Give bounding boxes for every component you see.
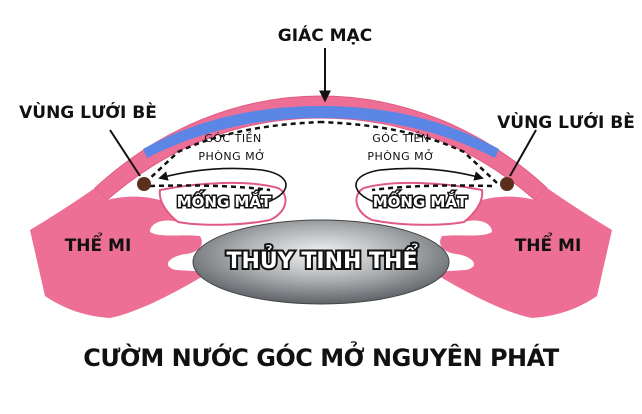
label-ciliary-left: THỂ MI (65, 231, 132, 256)
label-iris-left: MỐNG MẮT (177, 190, 272, 211)
label-angle-left-line1: GÓC TIỀN (204, 131, 262, 145)
cornea-inner-layer (143, 106, 499, 158)
flow-arrow-right (355, 167, 484, 207)
ciliary-body-left (30, 188, 210, 318)
iris-left (158, 181, 287, 226)
pointer-trabecular-left (109, 129, 141, 177)
angle-dashed-left-lower (149, 184, 271, 192)
trabecular-meshwork-left (137, 177, 151, 191)
label-trabecular-left: VÙNG LƯỚI BÈ (19, 101, 157, 123)
diagram-caption: CƯỜM NƯỚC GÓC MỞ NGUYÊN PHÁT (83, 344, 559, 372)
lens (192, 219, 450, 305)
ciliary-body-right (432, 188, 612, 318)
iris-right (355, 181, 484, 226)
label-iris-right: MỐNG MẮT (373, 190, 468, 211)
label-cornea: GIÁC MẠC (278, 24, 372, 46)
label-lens: THỦY TINH THỂ (227, 245, 419, 274)
trabecular-meshwork-right (500, 177, 514, 191)
flow-arrow-left (158, 167, 287, 207)
label-ciliary-right: THỂ MI (515, 231, 582, 256)
angle-dashed-left (144, 120, 322, 184)
pointer-trabecular-right (509, 129, 537, 177)
angle-dashed-right-lower (371, 184, 493, 192)
label-angle-right-line2: PHÒNG MỞ (367, 149, 434, 163)
label-angle-right-line1: GÓC TIỀN (372, 131, 430, 145)
angle-dashed-right (320, 120, 498, 184)
label-angle-left-line2: PHÒNG MỞ (198, 149, 265, 163)
label-trabecular-right: VÙNG LƯỚI BÈ (497, 111, 635, 133)
